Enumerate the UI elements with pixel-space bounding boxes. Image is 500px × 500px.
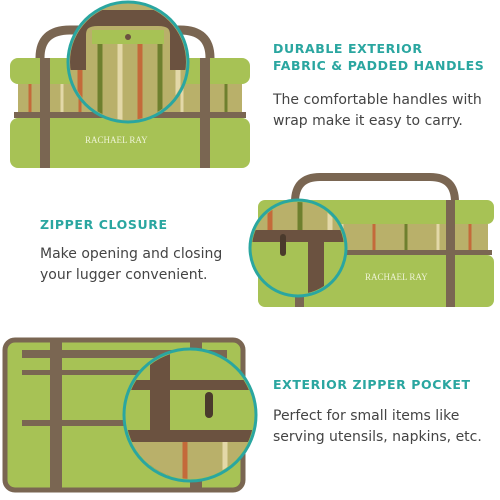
- feature-3-desc-line1: Perfect for small items like: [273, 408, 460, 424]
- feature-1-title-line2: FABRIC & PADDED HANDLES: [273, 58, 485, 73]
- feature-1-title: DURABLE EXTERIOR FABRIC & PADDED HANDLES: [273, 40, 484, 74]
- feature-1-desc-line2: wrap make it easy to carry.: [273, 113, 463, 129]
- feature-2-title-line1: ZIPPER CLOSURE: [40, 217, 168, 232]
- bag-illustration-zipper: RACHAEL RAY: [248, 173, 494, 307]
- feature-2-description: Make opening and closing your lugger con…: [40, 244, 222, 286]
- feature-1-description: The comfortable handles with wrap make i…: [273, 90, 482, 132]
- feature-3-desc-line2: serving utensils, napkins, etc.: [273, 429, 482, 445]
- bag-illustration-handles: RACHAEL RAY: [10, 0, 250, 168]
- svg-text:RACHAEL RAY: RACHAEL RAY: [365, 272, 428, 282]
- feature-1-desc-line1: The comfortable handles with: [273, 92, 482, 108]
- brand-logo: RACHAEL RAY: [85, 135, 148, 145]
- feature-1-title-line1: DURABLE EXTERIOR: [273, 41, 423, 56]
- feature-2-desc-line2: your lugger convenient.: [40, 267, 208, 283]
- feature-2-title: ZIPPER CLOSURE: [40, 216, 168, 233]
- feature-3-title-line1: EXTERIOR ZIPPER POCKET: [273, 377, 471, 392]
- feature-3-description: Perfect for small items like serving ute…: [273, 406, 482, 448]
- feature-3-title: EXTERIOR ZIPPER POCKET: [273, 376, 471, 393]
- feature-2-desc-line1: Make opening and closing: [40, 246, 223, 262]
- bag-illustration-pocket: [2, 337, 258, 493]
